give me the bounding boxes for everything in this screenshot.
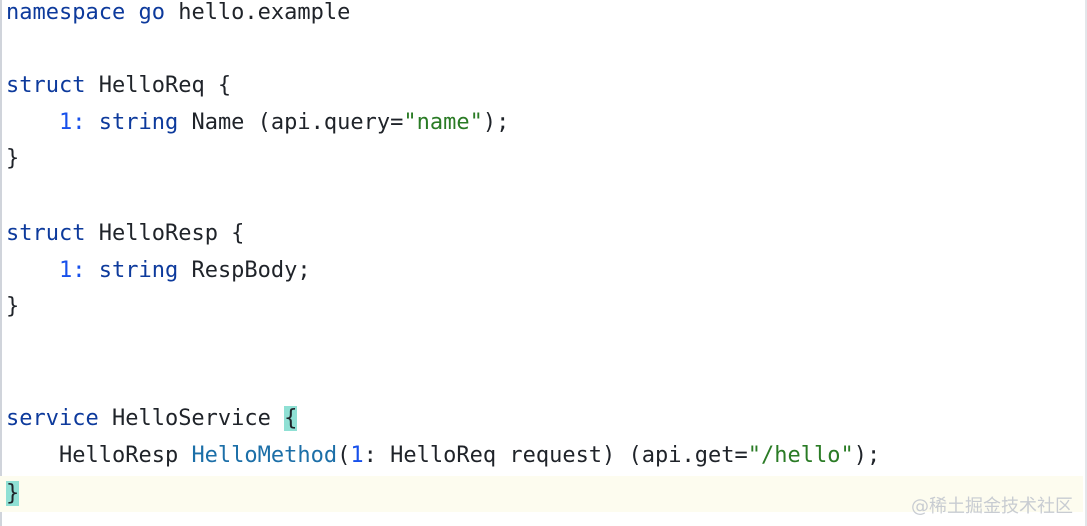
code-text: ); [482,110,510,135]
type-keyword: string [85,110,179,135]
keyword: struct [6,221,86,246]
code-line-8[interactable]: 1: string RespBody; [0,254,1083,288]
code-text: hello.example [164,0,351,25]
code-text: } [6,294,20,319]
code-text: ); [853,443,881,468]
code-text: HelloReq { [85,73,232,98]
matched-brace: } [6,481,20,506]
code-text: : HelloReq request) (api.get= [363,443,748,468]
return-type: HelloResp [58,443,192,468]
code-text: Name (api.query= [178,110,404,135]
indent [6,443,59,468]
code-text: } [6,146,20,171]
code-line-13[interactable]: HelloResp HelloMethod(1: HelloReq reques… [0,439,1083,473]
field-id: 1: [58,258,86,283]
editor-left-border [0,0,2,526]
keyword: service [6,406,99,431]
field-id: 1 [350,443,364,468]
code-line-3[interactable]: struct HelloReq { [0,69,1083,103]
watermark: @稀土掘金技术社区 [911,496,1073,517]
code-line-4[interactable]: 1: string Name (api.query="name"); [0,106,1083,140]
code-line-7[interactable]: struct HelloResp { [0,217,1083,251]
code-line-5[interactable]: } [0,142,1083,176]
code-line-9[interactable]: } [0,290,1083,324]
code-line-12[interactable]: service HelloService { [0,402,1083,436]
code-text: HelloResp { [85,221,245,246]
code-line-14-current[interactable]: } [0,476,1083,512]
string-literal: "/hello" [747,443,854,468]
code-line-1[interactable]: namespace go hello.example [0,0,1083,30]
type-keyword: string [85,258,179,283]
editor-right-border [1085,0,1087,526]
indent [6,110,59,135]
matched-brace: { [284,406,298,431]
field-id: 1: [58,110,86,135]
code-text: RespBody; [178,258,311,283]
method-name: HelloMethod [191,443,338,468]
keyword: struct [6,73,86,98]
string-literal: "name" [403,110,483,135]
code-text: ( [337,443,351,468]
keyword: namespace go [6,0,165,25]
code-text: HelloService [98,406,285,431]
indent [6,258,59,283]
